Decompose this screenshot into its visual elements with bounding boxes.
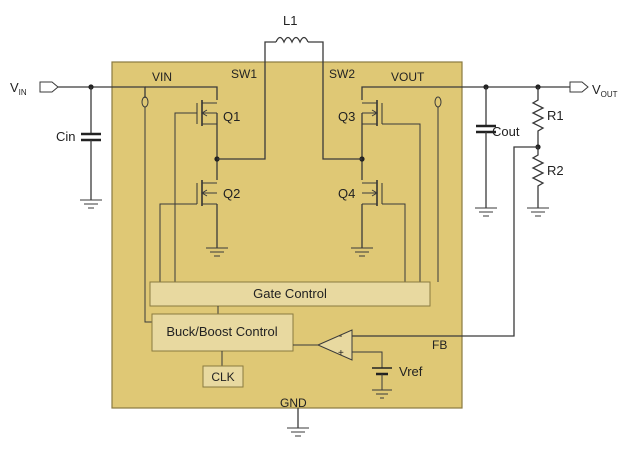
opamp-plus-label: + — [338, 348, 344, 359]
capacitor-cin — [80, 87, 102, 209]
gate-control-label: Gate Control — [253, 286, 327, 301]
cout-label: Cout — [492, 124, 520, 139]
cin-label: Cin — [56, 129, 76, 144]
vin-terminal — [39, 81, 59, 93]
pin-sw1-label: SW1 — [231, 67, 257, 81]
q4-label: Q4 — [338, 186, 355, 201]
clk-label: CLK — [211, 370, 234, 384]
capacitor-cout — [475, 87, 497, 217]
error-amplifier — [316, 329, 353, 361]
transistor-q4 — [351, 180, 406, 282]
transistor-q2 — [159, 180, 228, 282]
gate-control-block — [149, 281, 431, 307]
inductor-l1 — [264, 36, 324, 62]
opamp-minus-label: - — [339, 331, 342, 342]
fb-wire — [352, 146, 538, 337]
r1-label: R1 — [547, 108, 564, 123]
pin-fb-label: FB — [432, 338, 447, 352]
q2-label: Q2 — [223, 186, 240, 201]
q3-label: Q3 — [338, 109, 355, 124]
transistor-q3 — [362, 100, 421, 282]
resistor-r2 — [527, 147, 549, 217]
q1-label: Q1 — [223, 109, 240, 124]
pin-gnd-label: GND — [280, 396, 307, 410]
vref-label: Vref — [399, 364, 423, 379]
vout-external-label: VOUT — [592, 82, 618, 99]
vref-source — [352, 351, 392, 399]
pin-vin-label: VIN — [152, 70, 172, 84]
buck-boost-control-block — [151, 313, 294, 352]
vin-external-label: VIN — [10, 80, 27, 97]
pin-vout-label: VOUT — [391, 70, 425, 84]
inductor-label: L1 — [283, 13, 297, 28]
r2-label: R2 — [547, 163, 564, 178]
pin-sw2-label: SW2 — [329, 67, 355, 81]
buck-boost-control-label: Buck/Boost Control — [166, 324, 277, 339]
transistor-q1 — [174, 100, 217, 282]
ic-chip-body — [111, 61, 463, 409]
chip-ground — [287, 408, 309, 437]
resistor-r1 — [531, 87, 545, 147]
vout-terminal — [569, 81, 589, 93]
clk-block — [202, 365, 244, 388]
